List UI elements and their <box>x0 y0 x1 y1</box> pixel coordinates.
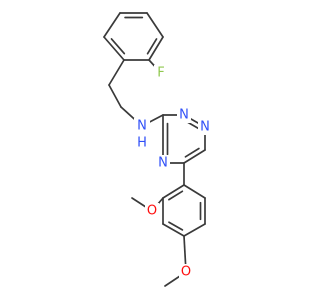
molecule-structure: F N H N N N O O <box>103 12 212 287</box>
atom-triazine-n1: N <box>177 107 191 123</box>
bond-ring-a-double-1 <box>110 38 126 55</box>
bond-tri-double-2 <box>184 147 200 158</box>
bond-ring-b-3 <box>162 223 185 237</box>
atom-amine-nh: N H <box>134 118 150 151</box>
atom-label-f: F <box>157 66 164 81</box>
bond-tri-4 <box>183 149 206 164</box>
bond-ring-a-double-3 <box>146 38 158 55</box>
atom-label-o2: O <box>181 265 191 280</box>
atom-triazine-n2: N <box>198 119 212 135</box>
atom-label-o1: O <box>147 204 157 219</box>
atom-label-n2: N <box>200 120 210 135</box>
bond-ring-b-1 <box>162 184 185 199</box>
bond-ring-a-4 <box>146 12 164 38</box>
atom-fluorine: F <box>154 65 168 81</box>
bond-ring-a-5 <box>148 36 164 61</box>
molecule-canvas: F N H N N N O O <box>103 12 212 287</box>
atom-triazine-n4: N <box>156 155 170 171</box>
atom-label-n1: N <box>179 108 189 123</box>
bond-ethyl-1 <box>108 59 125 86</box>
bond-ring-b-4 <box>183 223 206 237</box>
atom-label-n4: N <box>158 156 168 171</box>
atom-labels: F N H N N N O O <box>134 65 212 280</box>
bonds <box>103 12 206 287</box>
atom-label-nh-n: N <box>137 119 147 134</box>
bond-ring-b-6 <box>183 184 206 199</box>
atom-oxygen-para: O <box>179 264 193 280</box>
bond-ring-b-double-2 <box>168 221 184 231</box>
bond-ring-b-double-1 <box>168 190 184 201</box>
bond-ring-a-2 <box>103 12 121 38</box>
bond-ethyl-2 <box>108 84 122 108</box>
bond-ring-a-1 <box>103 36 125 61</box>
atom-label-nh-h: H <box>137 136 147 151</box>
atom-oxygen-ortho: O <box>145 203 159 219</box>
